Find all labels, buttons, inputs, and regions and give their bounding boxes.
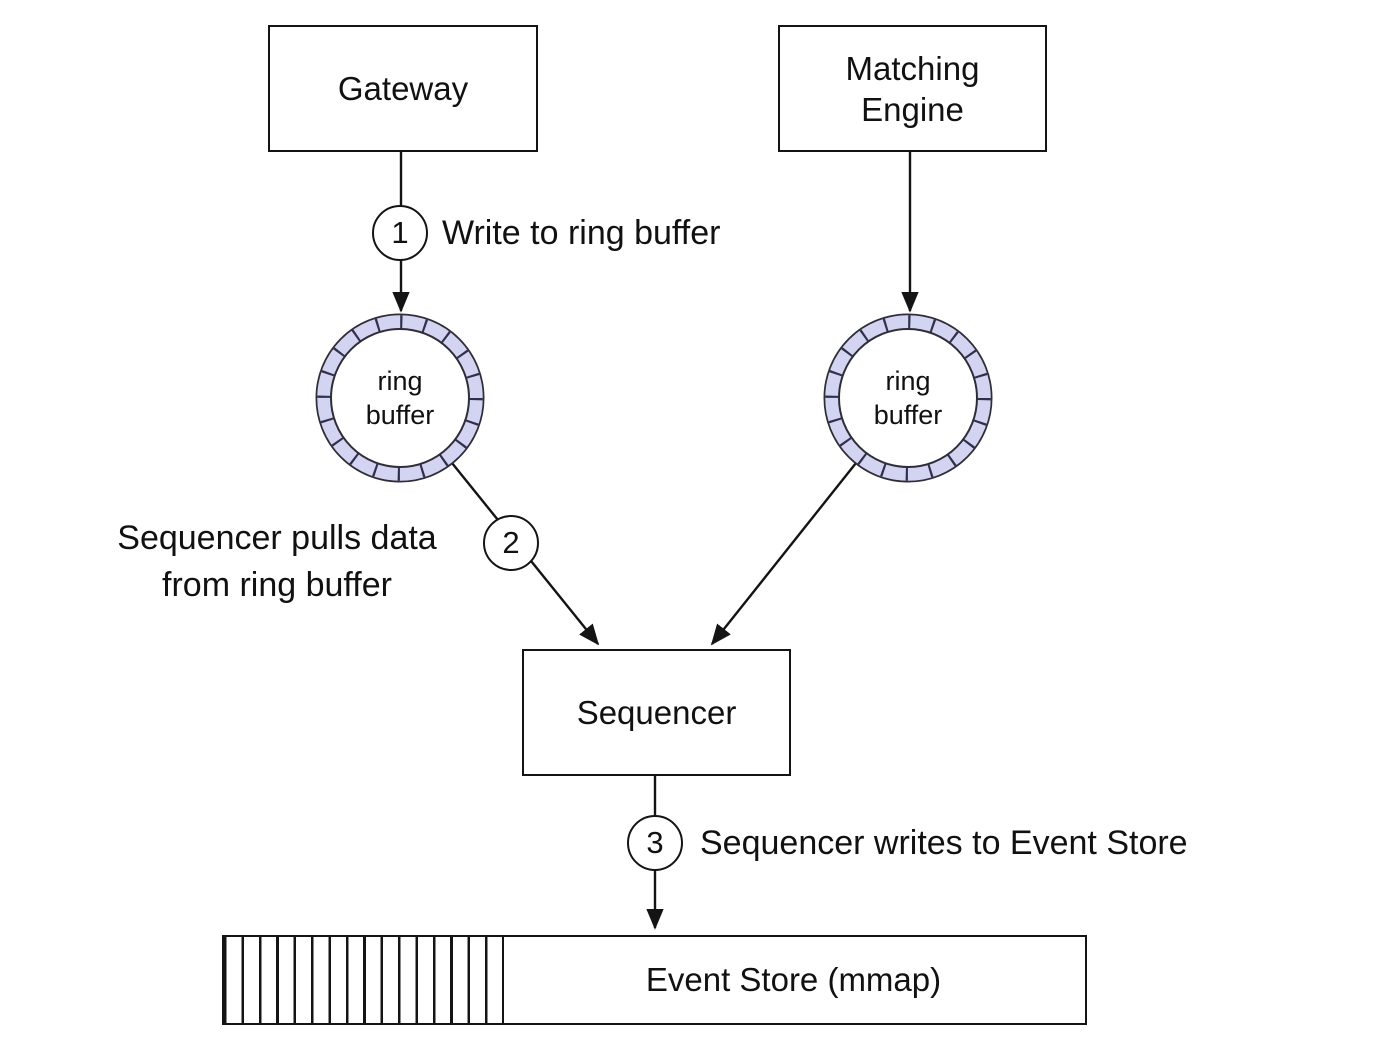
node-matching-engine: Matching Engine <box>778 25 1047 152</box>
node-gateway: Gateway <box>268 25 538 152</box>
step-1-badge: 1 <box>372 205 428 261</box>
ring-buffer-left-label: ring buffer <box>365 366 435 430</box>
event-store-label: Event Store (mmap) <box>645 961 942 998</box>
matching-engine-label: Matching Engine <box>845 49 980 128</box>
node-sequencer: Sequencer <box>522 649 791 776</box>
step-3-badge: 3 <box>627 815 683 871</box>
sequencer-label: Sequencer <box>576 694 737 731</box>
gateway-label: Gateway <box>337 70 469 107</box>
arrow-right-ring-buffer-to-sequencer <box>710 462 857 646</box>
step-2-badge: 2 <box>483 515 539 571</box>
step-2-label: Sequencer pulls data from ring buffer <box>117 519 437 604</box>
step-3-label: Sequencer writes to Event Store <box>700 824 1188 862</box>
ring-buffer-right-label: ring buffer <box>873 366 943 430</box>
step-1-label: Write to ring buffer <box>442 214 721 252</box>
event-store-stripes <box>224 937 504 1023</box>
node-event-store: Event Store (mmap) <box>222 935 1087 1025</box>
